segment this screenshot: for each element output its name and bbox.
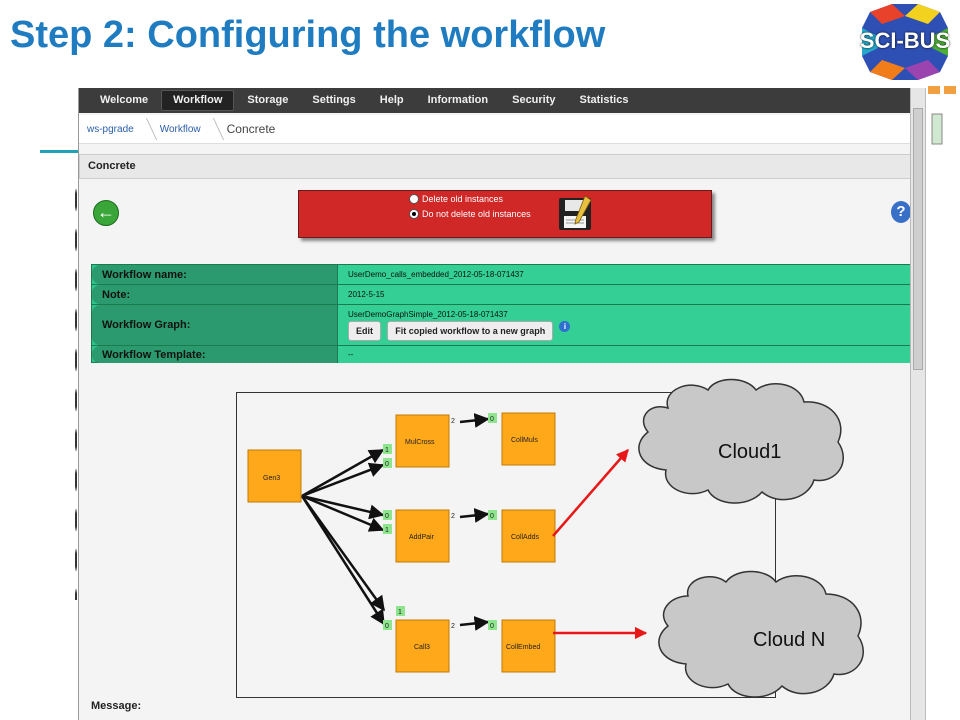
row-workflow-template: Workflow Template: --: [92, 346, 910, 363]
workflow-template-label: Workflow Template:: [92, 346, 338, 363]
logo-text: SCI-BUS: [859, 28, 951, 53]
row-workflow-graph: Workflow Graph: UserDemoGraphSimple_2012…: [92, 305, 910, 346]
save-disk-icon[interactable]: [557, 194, 595, 232]
graph-actions: Edit Fit copied workflow to a new graph …: [348, 320, 571, 341]
decorative-line: [40, 150, 78, 153]
back-arrow-icon[interactable]: ←: [93, 200, 119, 226]
main-navbar: Welcome Workflow Storage Settings Help I…: [79, 88, 911, 113]
nav-storage[interactable]: Storage: [247, 94, 289, 106]
message-label: Message:: [91, 700, 142, 712]
right-edge-strip: [926, 84, 960, 684]
workflow-info-table: Workflow name: UserDemo_calls_embedded_2…: [91, 264, 911, 363]
nav-security[interactable]: Security: [512, 94, 556, 106]
bullet-dots: [74, 180, 78, 600]
note-value: 2012-5-15: [338, 285, 910, 304]
panel-title: Concrete: [79, 154, 911, 179]
row-workflow-name: Workflow name: UserDemo_calls_embedded_2…: [92, 265, 910, 285]
option-delete-old[interactable]: Delete old instances: [409, 194, 503, 204]
edit-button[interactable]: Edit: [348, 320, 381, 341]
radio-keep-old[interactable]: [409, 209, 419, 219]
breadcrumb-ws-pgrade[interactable]: ws-pgrade: [87, 123, 134, 135]
nav-statistics[interactable]: Statistics: [579, 94, 629, 106]
workflow-graph-canvas: [236, 392, 776, 698]
nav-information[interactable]: Information: [427, 94, 489, 106]
help-icon[interactable]: ?: [891, 201, 911, 223]
workflow-graph-value: UserDemoGraphSimple_2012-05-18-071437: [348, 309, 508, 319]
sci-bus-logo: SCI-BUS: [852, 2, 958, 82]
workflow-template-value: --: [338, 346, 910, 363]
instance-options-box: Delete old instances Do not delete old i…: [298, 190, 712, 238]
workflow-graph-cell: UserDemoGraphSimple_2012-05-18-071437 Ed…: [338, 305, 910, 345]
row-note: Note: 2012-5-15: [92, 285, 910, 305]
workflow-graph-label: Workflow Graph:: [92, 305, 338, 345]
slide-title: Step 2: Configuring the workflow: [10, 14, 606, 56]
breadcrumb: ws-pgrade Workflow Concrete: [79, 115, 911, 144]
workflow-name-value: UserDemo_calls_embedded_2012-05-18-07143…: [338, 265, 910, 284]
option-keep-old-label: Do not delete old instances: [422, 209, 531, 219]
option-delete-old-label: Delete old instances: [422, 194, 504, 204]
nav-settings[interactable]: Settings: [312, 94, 356, 106]
fit-copied-workflow-button[interactable]: Fit copied workflow to a new graph: [387, 320, 554, 341]
vertical-scrollbar[interactable]: [910, 88, 926, 720]
nav-help[interactable]: Help: [379, 94, 404, 106]
nav-workflow[interactable]: Workflow: [161, 90, 235, 111]
info-icon[interactable]: i: [559, 320, 571, 332]
nav-welcome[interactable]: Welcome: [100, 94, 149, 106]
option-keep-old[interactable]: Do not delete old instances: [409, 209, 531, 219]
breadcrumb-workflow[interactable]: Workflow: [159, 123, 201, 135]
workflow-name-label: Workflow name:: [92, 265, 338, 284]
note-label: Note:: [92, 285, 338, 304]
breadcrumb-current: Concrete: [226, 122, 276, 136]
radio-delete-old[interactable]: [409, 194, 419, 204]
scrollbar-thumb[interactable]: [913, 108, 923, 370]
